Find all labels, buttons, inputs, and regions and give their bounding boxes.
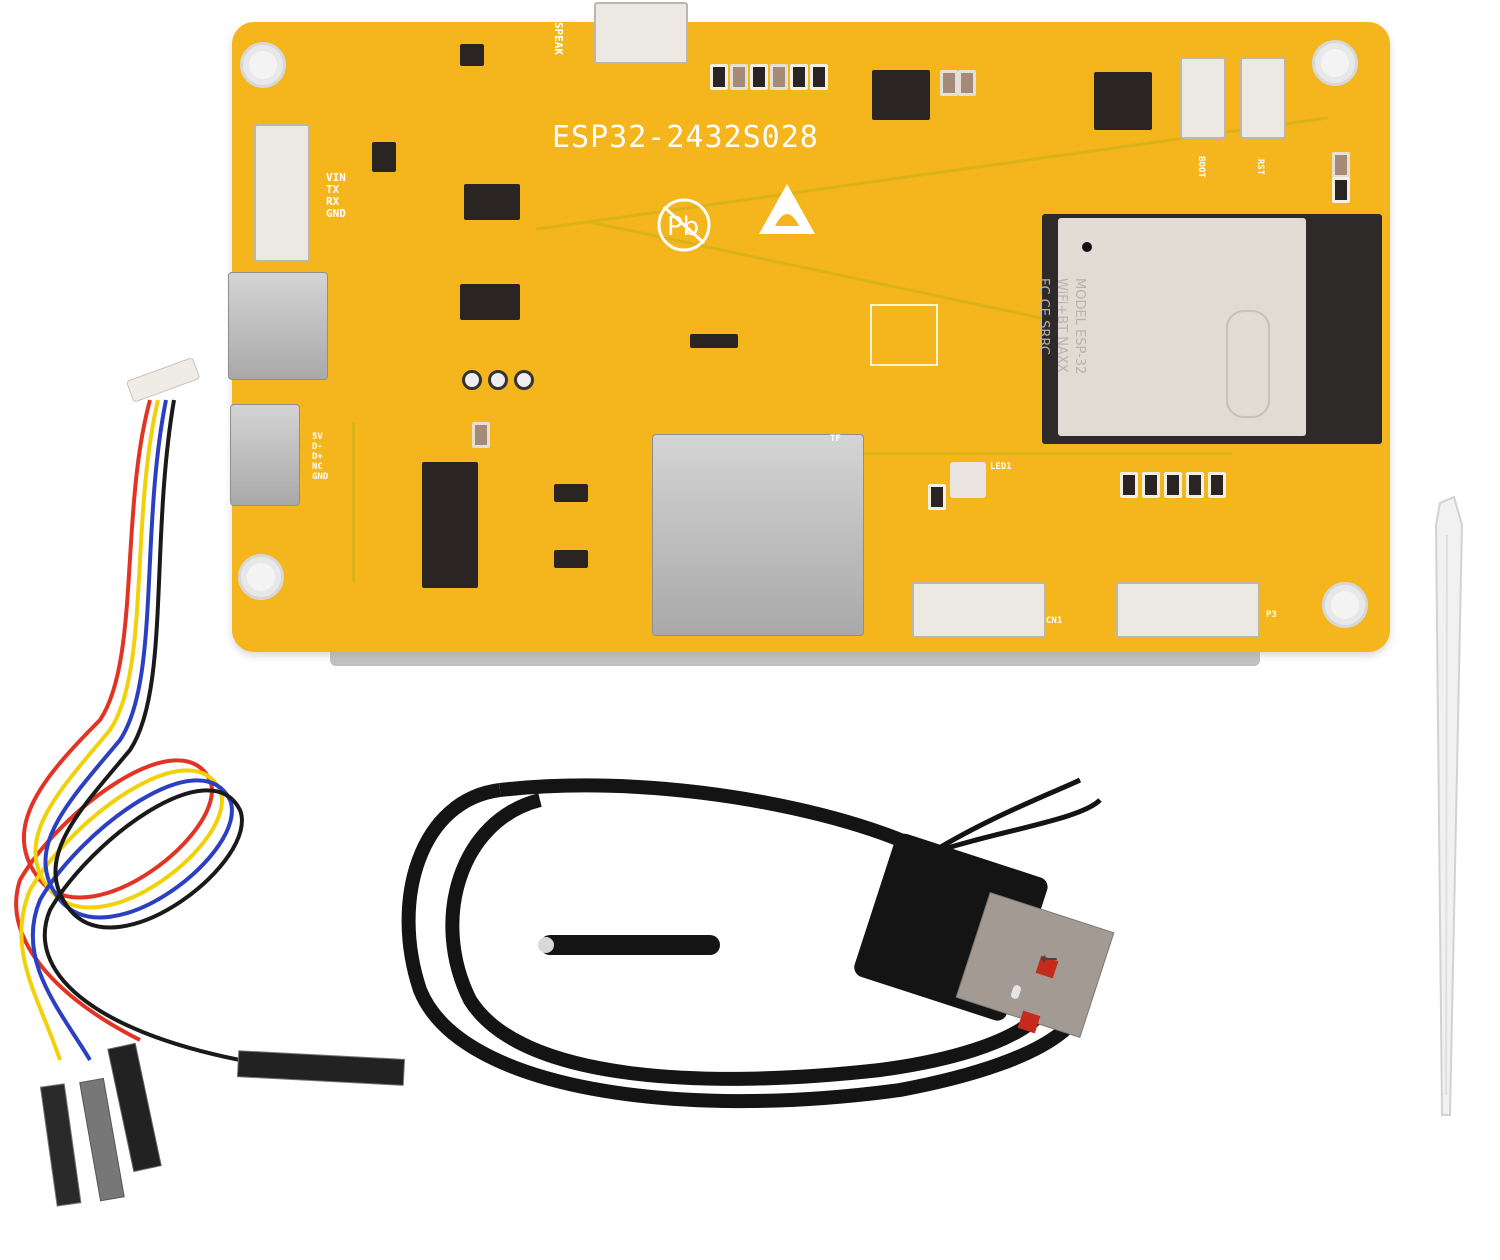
- boot-button[interactable]: [1180, 57, 1226, 139]
- pin-label: D-: [312, 442, 323, 452]
- pin-label: D+: [312, 452, 323, 462]
- pin-label: NC: [312, 462, 323, 472]
- transistor-q3: [554, 550, 588, 568]
- transistor-q1: [372, 142, 396, 172]
- serial-pin-labels: VIN TX RX GND: [326, 172, 346, 220]
- rgb-led: [950, 462, 986, 498]
- mounting-hole: [240, 42, 286, 88]
- module-shield-can: MODEL ESP-32 WiFi+BT NAXX FC CE SRRC: [1036, 218, 1306, 436]
- pin1-dot: [1082, 242, 1092, 252]
- sd-card-slot[interactable]: [652, 434, 864, 636]
- usb-cable: [401, 777, 1115, 1109]
- pin-label-rx: RX: [326, 195, 340, 208]
- mounting-hole: [1322, 582, 1368, 628]
- board-model-label: ESP32-2432S028: [552, 120, 819, 155]
- smd-resistor: [1208, 472, 1226, 498]
- module-line: FC CE SRRC: [1036, 278, 1051, 355]
- touch-stylus: [1434, 495, 1464, 1116]
- smd-resistor: [1332, 177, 1350, 203]
- solder-pad-s3: [514, 370, 534, 390]
- xpt2046-touch-chip: [1094, 72, 1152, 130]
- svg-text:Pb: Pb: [667, 212, 699, 242]
- smd-capacitor: [730, 64, 748, 90]
- rst-label: RST: [1255, 158, 1266, 176]
- resistor-network-rn2: [690, 334, 738, 348]
- mounting-hole: [238, 554, 284, 600]
- smd-resistor: [810, 64, 828, 90]
- pin-label: GND: [312, 472, 329, 482]
- module-line: MODEL ESP-32: [1072, 278, 1087, 375]
- pin-label-vin: VIN: [326, 171, 346, 184]
- pin-label-gnd: GND: [326, 207, 346, 220]
- smd-resistor: [928, 484, 946, 510]
- pcb-trace: [352, 422, 355, 582]
- solder-pad-s5: [462, 370, 482, 390]
- micro-usb-pin-labels: 5V D- D+ NC GND: [312, 432, 328, 482]
- smd-capacitor: [940, 70, 958, 96]
- smd-resistor: [750, 64, 768, 90]
- sd-slot-label: TF: [830, 434, 841, 444]
- smd-capacitor: [1332, 152, 1350, 178]
- smd-resistor: [1142, 472, 1160, 498]
- serial-header-p5[interactable]: [254, 124, 310, 262]
- footprint-u4: [870, 304, 938, 366]
- smd-resistor: [1120, 472, 1138, 498]
- connector-p3[interactable]: [1116, 582, 1260, 638]
- transistor-q4: [554, 484, 588, 502]
- pin-label: 5V: [312, 432, 323, 442]
- mounting-hole: [1312, 40, 1358, 86]
- pcb-trace: [832, 452, 1232, 455]
- smd-resistor: [790, 64, 808, 90]
- speaker-connector[interactable]: [594, 2, 688, 64]
- p3-label: P3: [1266, 610, 1277, 620]
- reset-button[interactable]: [1240, 57, 1286, 139]
- module-line: WiFi+BT NAXX: [1054, 278, 1069, 373]
- transistor-q2: [460, 44, 484, 66]
- regulator-u7: [464, 184, 520, 220]
- boot-label: BOOT: [1195, 156, 1206, 178]
- pin-label-tx: TX: [326, 183, 340, 196]
- esp32-module: MODEL ESP-32 WiFi+BT NAXX FC CE SRRC: [1036, 214, 1382, 444]
- esd-warning-icon: [759, 184, 815, 234]
- micro-usb-port[interactable]: [230, 404, 300, 506]
- module-label: MODEL ESP-32 WiFi+BT NAXX FC CE SRRC: [1034, 278, 1088, 374]
- solder-pad-s1: [488, 370, 508, 390]
- jumper-wire-bundle: [14, 357, 406, 1207]
- led-label: LED1: [990, 462, 1012, 472]
- smd-resistor: [710, 64, 728, 90]
- regulator-u1: [460, 284, 520, 320]
- wifi-badge-icon: [1226, 310, 1270, 418]
- usb-c-port[interactable]: [228, 272, 328, 380]
- chip-u5: [872, 70, 930, 120]
- smd-capacitor: [770, 64, 788, 90]
- smd-capacitor: [472, 422, 490, 448]
- smd-capacitor: [958, 70, 976, 96]
- smd-resistor: [1186, 472, 1204, 498]
- ch340c-chip: [422, 462, 478, 588]
- pb-free-icon: Pb: [657, 198, 711, 252]
- connector-cn1[interactable]: [912, 582, 1046, 638]
- cn1-label: CN1: [1046, 616, 1063, 626]
- pcb-board: SPEAK ESP32-2432S028 Pb VIN TX RX GND 5V…: [228, 2, 1390, 652]
- smd-resistor: [1164, 472, 1182, 498]
- usb-symbol-icon: ⭠: [1040, 946, 1058, 971]
- speaker-label: SPEAK: [552, 21, 566, 56]
